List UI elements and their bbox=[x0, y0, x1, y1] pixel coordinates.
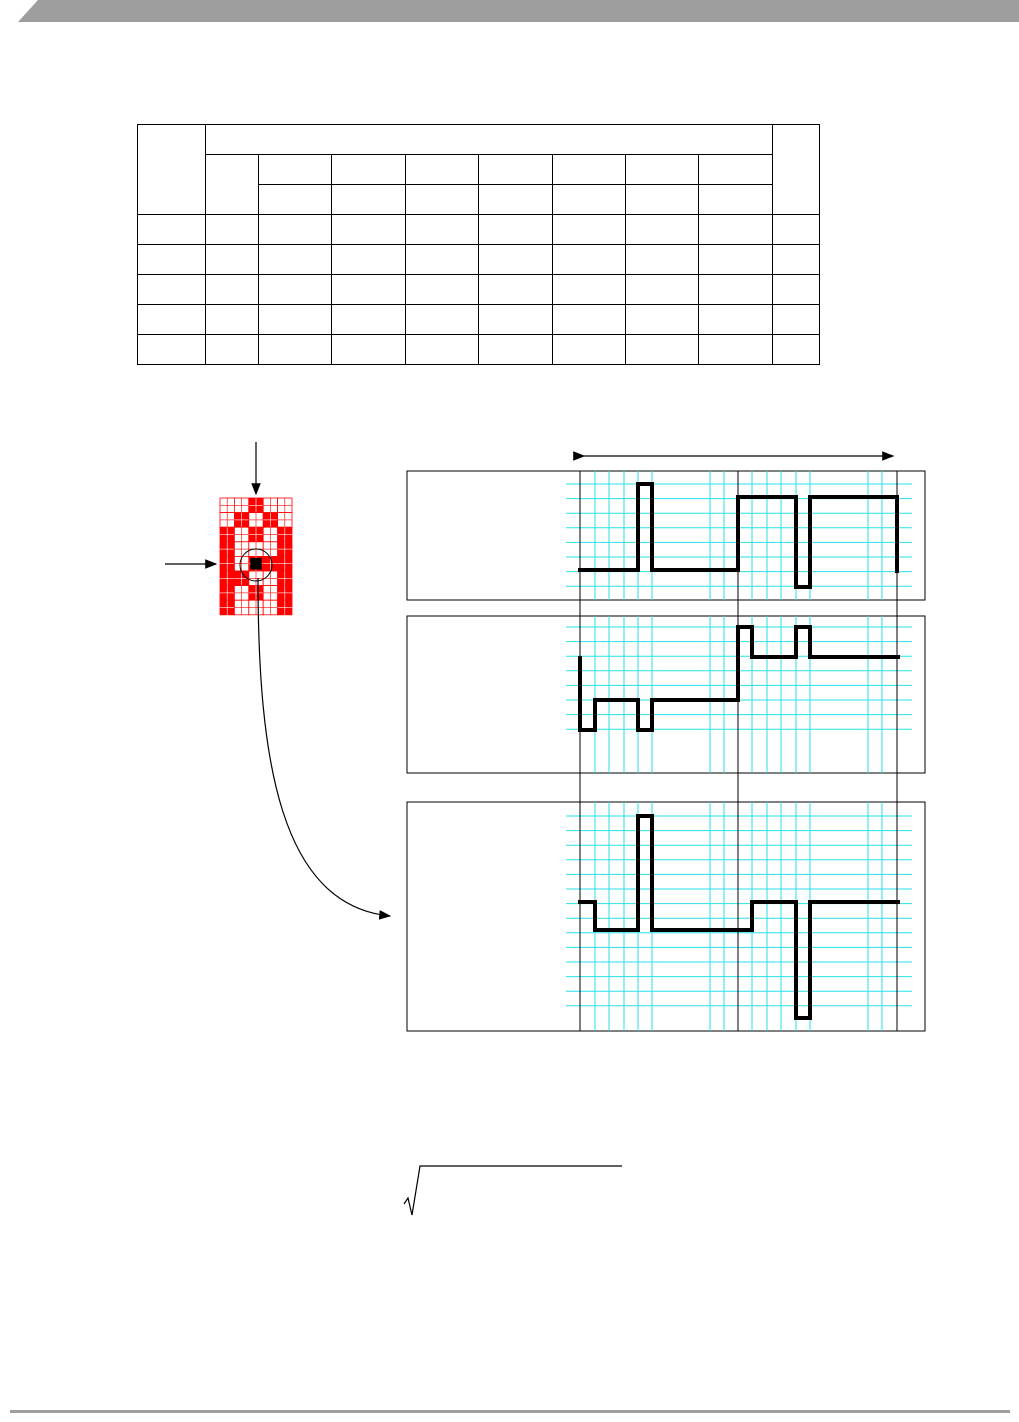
curved-arrow-icon bbox=[257, 577, 392, 920]
table-cell bbox=[137, 304, 206, 335]
table-cell bbox=[205, 244, 259, 275]
table-cell bbox=[205, 154, 259, 215]
waveform-panel-2 bbox=[406, 615, 926, 774]
table-cell bbox=[625, 184, 699, 215]
selected-pixel bbox=[250, 557, 262, 570]
table-cell bbox=[478, 244, 553, 275]
table-cell bbox=[405, 304, 479, 335]
waveform-panel-3 bbox=[406, 801, 926, 1032]
table-cell bbox=[625, 334, 699, 365]
table-cell bbox=[205, 274, 259, 305]
table-header-row bbox=[138, 184, 820, 215]
table-cell bbox=[552, 334, 626, 365]
table-cell bbox=[405, 184, 479, 215]
table-cell bbox=[258, 154, 332, 185]
table-cell bbox=[478, 274, 553, 305]
table-cell bbox=[478, 304, 553, 335]
table-cell bbox=[772, 244, 820, 275]
footer-rule bbox=[10, 1410, 1010, 1413]
pixel-grid bbox=[219, 497, 293, 616]
table-cell bbox=[258, 184, 332, 215]
table-cell bbox=[405, 154, 479, 185]
waveform-trace-1 bbox=[578, 482, 899, 589]
table-cell bbox=[552, 304, 626, 335]
waveform-trace-2 bbox=[578, 625, 900, 732]
table-cell bbox=[478, 334, 553, 365]
table-cell bbox=[258, 334, 332, 365]
table-cell bbox=[552, 184, 626, 215]
table-cell bbox=[772, 304, 820, 335]
table-row bbox=[137, 304, 820, 335]
table-row bbox=[137, 334, 820, 365]
circle-marker-icon bbox=[239, 548, 273, 582]
table-cell bbox=[331, 184, 406, 215]
table-cell bbox=[552, 274, 626, 305]
table-cell bbox=[205, 214, 259, 245]
table-cell bbox=[331, 244, 406, 275]
table-cell bbox=[698, 304, 773, 335]
table-cell bbox=[552, 154, 626, 185]
table-cell bbox=[205, 334, 259, 365]
table-cell bbox=[405, 334, 479, 365]
table-cell bbox=[331, 154, 406, 185]
table-cell bbox=[331, 334, 406, 365]
table-cell bbox=[137, 124, 206, 215]
data-table bbox=[137, 124, 820, 365]
table-cell bbox=[698, 334, 773, 365]
waveform-panel-1 bbox=[406, 470, 926, 601]
table-row bbox=[137, 244, 820, 275]
table-header-row bbox=[138, 154, 820, 215]
waveform-trace-3 bbox=[578, 814, 900, 1020]
table-cell bbox=[137, 334, 206, 365]
header-bar bbox=[18, 0, 1019, 22]
table-cell bbox=[137, 274, 206, 305]
table-header-row bbox=[137, 124, 820, 215]
table-cell bbox=[772, 274, 820, 305]
table-cell bbox=[205, 124, 773, 155]
square-root-icon bbox=[403, 1165, 622, 1216]
table-cell bbox=[698, 184, 773, 215]
table-cell bbox=[772, 334, 820, 365]
table-cell bbox=[552, 244, 626, 275]
table-cell bbox=[137, 214, 206, 245]
